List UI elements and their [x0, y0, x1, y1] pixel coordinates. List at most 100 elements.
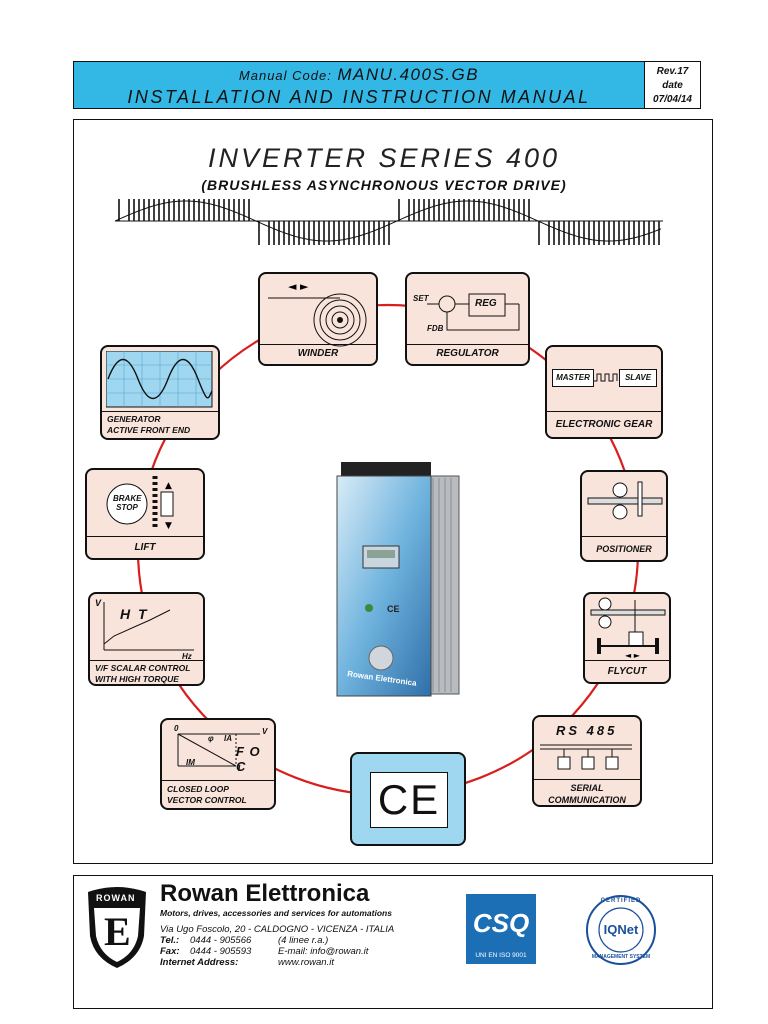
- closed-loop-line1: CLOSED LOOP: [167, 784, 229, 794]
- device-ce: CE: [387, 604, 400, 614]
- manual-title: INSTALLATION AND INSTRUCTION MANUAL: [127, 87, 591, 107]
- rowan-shield-icon: [88, 887, 146, 968]
- lift-brake-diagram: ▲ ▼: [106, 476, 174, 531]
- serial-line1: SERIAL: [570, 783, 604, 793]
- regulator-label: REGULATOR: [407, 344, 528, 364]
- lift-label: LIFT: [87, 536, 203, 558]
- iqnet-seal-icon: [586, 895, 656, 965]
- electronic-gear-card: MASTER SLAVE ELECTRONIC GEAR: [545, 345, 663, 439]
- cover-frame: [73, 119, 713, 864]
- vf-v-axis: V: [95, 598, 102, 608]
- winder-card: ◄ ► WINDER: [258, 272, 378, 366]
- vf-control-label: V/F SCALAR CONTROL WITH HIGH TORQUE: [90, 660, 203, 684]
- manual-header: Manual Code: MANU.400S.GB INSTALLATION A…: [73, 61, 645, 109]
- internet-label: Internet Address:: [160, 957, 239, 968]
- generator-label-line2: ACTIVE FRONT END: [107, 425, 191, 435]
- stop-text: STOP: [116, 503, 138, 512]
- company-tagline: Motors, drives, accessories and services…: [160, 908, 392, 918]
- winder-label: WINDER: [260, 344, 376, 364]
- iqnet-badge: CERTIFIED IQNet MANAGEMENT SYSTEM: [585, 894, 657, 966]
- electronic-gear-label: ELECTRONIC GEAR: [547, 411, 661, 437]
- positioner-label: POSITIONER: [582, 536, 666, 560]
- inverter-device: CE Rowan Elettronica: [333, 462, 461, 698]
- reg-fdb: FDB: [427, 324, 444, 333]
- winder-icon: ◄ ►: [268, 280, 367, 347]
- manual-code: MANU.400S.GB: [337, 65, 480, 84]
- vf-hz-axis: Hz: [182, 652, 192, 661]
- cover-title: INVERTER SERIES 400: [207, 143, 561, 173]
- serial-label: SERIAL COMMUNICATION: [534, 779, 640, 805]
- vf-label-line1: V/F SCALAR CONTROL: [95, 663, 191, 673]
- website-link[interactable]: www.rowan.it: [278, 957, 334, 968]
- closed-loop-line2: VECTOR CONTROL: [167, 795, 247, 805]
- regulator-diagram: [427, 293, 520, 331]
- regulator-card: SET FDB REG REGULATOR: [405, 272, 530, 366]
- iqnet-text: IQNet: [603, 922, 639, 937]
- company-name: Rowan Elettronica: [160, 880, 370, 907]
- vf-curve: [103, 602, 194, 651]
- serial-line2: COMMUNICATION: [548, 795, 626, 805]
- tel-number: 0444 - 905566: [190, 935, 252, 946]
- rs485-label: RS 485: [556, 723, 618, 738]
- rowan-logo: ROWAN E: [84, 884, 150, 970]
- csq-badge: CSQ UNI EN ISO 9001: [466, 894, 536, 964]
- vf-ht: H T: [120, 606, 149, 622]
- foc-title: F O C: [236, 744, 261, 774]
- company-address: Via Ugo Foscolo, 20 - CALDOGNO - VICENZA…: [160, 924, 395, 935]
- svg-text:▲: ▲: [165, 481, 172, 491]
- svg-text:◄ ►: ◄ ►: [625, 651, 641, 660]
- tel-label: Tel.:: [160, 935, 180, 946]
- serial-card: RS 485 SERIAL COMMUNICATION: [532, 715, 642, 807]
- reg-set: SET: [413, 294, 429, 303]
- foc-ia: IA: [224, 734, 232, 743]
- csq-text: CSQ: [472, 908, 530, 938]
- vf-label-line2: WITH HIGH TORQUE: [95, 674, 179, 684]
- cover-subtitle: (BRUSHLESS ASYNCHRONOUS VECTOR DRIVE): [201, 177, 567, 193]
- pwm-waveform: [115, 199, 663, 245]
- positioner-diagram: [587, 481, 663, 520]
- iqnet-ring-top: CERTIFIED: [600, 898, 642, 904]
- foc-i: I: [238, 764, 241, 773]
- gear-master-box: MASTER: [552, 369, 594, 387]
- revision-date: 07/04/14: [653, 94, 692, 105]
- brake-text: BRAKE: [113, 494, 142, 503]
- serial-bus-diagram: [540, 744, 632, 770]
- foc-vector-diagram: [177, 733, 260, 767]
- company-footer: [73, 875, 713, 1009]
- generator-scope: [106, 351, 213, 408]
- logo-rowan-text: ROWAN: [96, 893, 136, 903]
- foc-phi: φ: [208, 734, 214, 743]
- tel-note: (4 linee r.a.): [278, 935, 329, 946]
- reg-block: REG: [475, 298, 497, 309]
- closed-loop-card: 0 V φ IA IM I F O C CLOSED LOOP VECTOR C…: [160, 718, 276, 810]
- brake-stop-label: BRAKE STOP: [113, 494, 141, 512]
- fax-number: 0444 - 905593: [190, 946, 252, 957]
- generator-label: GENERATOR ACTIVE FRONT END: [102, 411, 218, 438]
- manual-code-label: Manual Code:: [238, 68, 332, 83]
- logo-letter: E: [104, 909, 131, 954]
- fax-label: Fax:: [160, 946, 180, 957]
- inverter-image: [336, 462, 460, 697]
- generator-label-line1: GENERATOR: [107, 414, 161, 424]
- svg-text:▼: ▼: [165, 521, 172, 531]
- svg-text:◄ ►: ◄ ►: [288, 280, 309, 293]
- lift-card: ▲ ▼ BRAKE STOP LIFT: [85, 468, 205, 560]
- csq-standard: UNI EN ISO 9001: [475, 952, 527, 959]
- pulse-train-icon: [593, 373, 618, 382]
- email-address[interactable]: E-mail: info@rowan.it: [278, 946, 369, 957]
- generator-card: GENERATOR ACTIVE FRONT END: [100, 345, 220, 440]
- ce-mark-card: CE: [350, 752, 466, 846]
- foc-v-axis: V: [262, 727, 268, 736]
- date-label: date: [662, 80, 683, 91]
- revision: Rev.17: [656, 66, 689, 77]
- revision-box: Rev.17 date 07/04/14: [645, 61, 701, 109]
- gear-slave-box: SLAVE: [619, 369, 657, 387]
- positioner-card: POSITIONER: [580, 470, 668, 562]
- vf-control-card: V H T Hz V/F SCALAR CONTROL WITH HIGH TO…: [88, 592, 205, 686]
- flycut-card: ◄ ► FLYCUT: [583, 592, 671, 684]
- foc-origin: 0: [174, 724, 179, 733]
- flycut-label: FLYCUT: [585, 660, 669, 682]
- ce-mark: CE: [370, 772, 448, 828]
- manual-code-line: Manual Code: MANU.400S.GB: [74, 65, 644, 85]
- iqnet-ring-bottom: MANAGEMENT SYSTEM: [591, 954, 651, 960]
